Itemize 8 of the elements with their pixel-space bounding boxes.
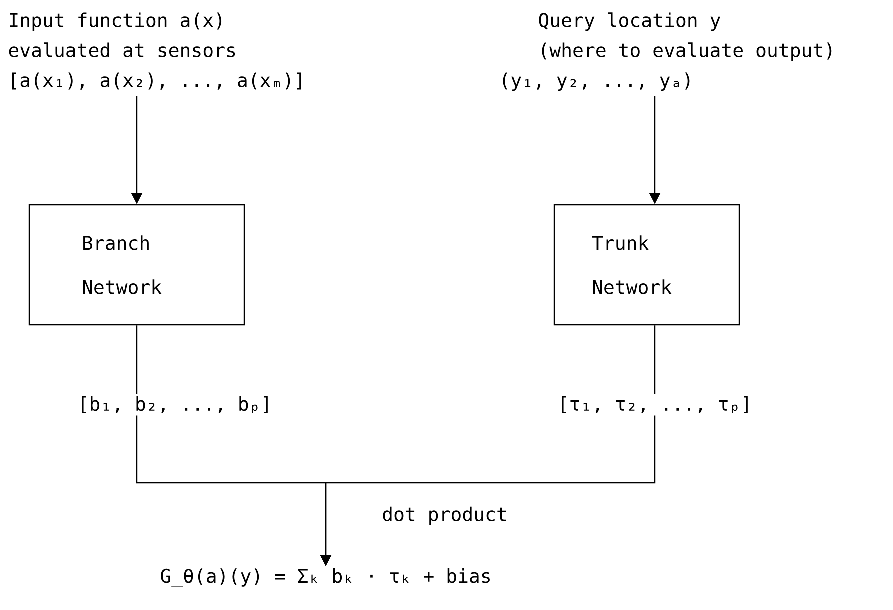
network-box: Branch Network [28,204,246,326]
vector-label: [b₁, b₂, ..., bₚ] [82,396,268,414]
network-box: Trunk Network [554,204,740,326]
output-formula: G_θ(a)(y) = Σₖ bₖ · τₖ + bias [161,568,490,588]
vector-label: [τ₁, τ₂, ..., τₚ] [562,396,748,414]
input-text: Input function a(x) evaluated at sensors [a(x₁), a(x₂), ..., a(xₘ)] [9,12,302,90]
input-text: Query location y (where to evaluate output) (y₁, y₂, ..., yₐ) [503,12,832,92]
edge-label: dot product [380,504,510,528]
